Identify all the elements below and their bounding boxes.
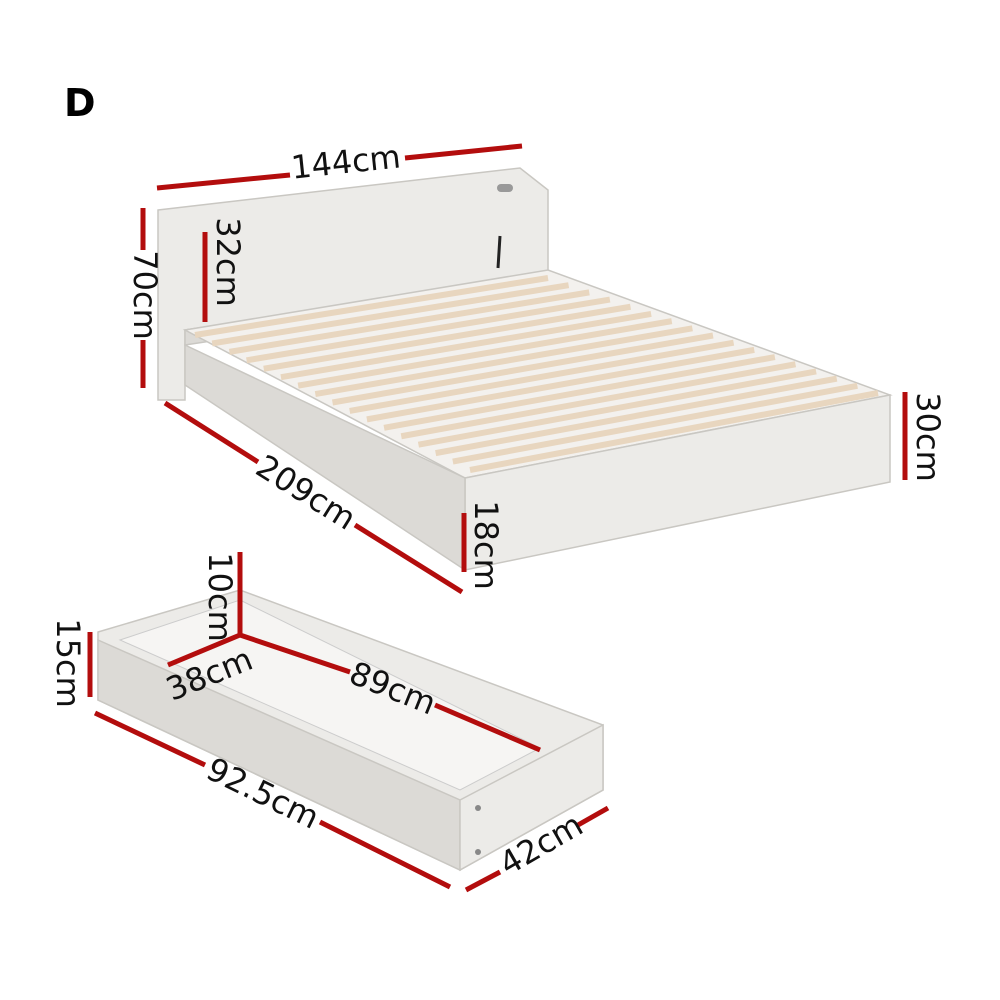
- drawer-inner-height-dimension: 10cm: [201, 552, 243, 642]
- drawer-interior: [118, 599, 542, 791]
- under-clearance-dimension: 18cm: [461, 500, 505, 590]
- bed-slats: [194, 275, 879, 473]
- screw-hole-icon: [475, 849, 481, 855]
- bed-slat: [400, 361, 797, 440]
- drawer-inner-height-label: 10cm: [201, 552, 239, 641]
- drawer-illustration: [97, 589, 604, 872]
- bed-slat: [280, 310, 652, 381]
- cable: [496, 235, 502, 269]
- bed-width-label: 144cm: [289, 137, 402, 186]
- screw-hole-icon: [475, 805, 481, 811]
- usb-port-icon: [497, 184, 513, 192]
- bed-slat: [417, 368, 817, 448]
- bed-slat: [246, 296, 611, 364]
- bed-illustration: [157, 167, 893, 572]
- bed-slat: [366, 346, 755, 423]
- bed-slat: [331, 332, 714, 406]
- drawer-outer-height-dimension: 15cm: [49, 618, 93, 708]
- under-clearance-label: 18cm: [467, 500, 505, 589]
- side-height-label: 30cm: [909, 392, 947, 481]
- bed-slat: [297, 318, 673, 389]
- drawer-side: [459, 723, 604, 872]
- headboard-height-label: 32cm: [209, 217, 247, 306]
- bed-total-height-dimension: 70cm: [126, 208, 164, 388]
- bed-slat: [263, 303, 632, 372]
- bed-slat: [314, 325, 693, 398]
- variant-label: D: [64, 81, 96, 125]
- bed-slat: [211, 282, 570, 347]
- drawer-outer-height-label: 15cm: [49, 618, 87, 707]
- bed-total-height-label: 70cm: [126, 250, 164, 339]
- bed-slat: [469, 390, 879, 473]
- bed-slat: [228, 289, 590, 355]
- side-height-dimension: 30cm: [902, 392, 947, 482]
- bed-slat: [435, 375, 838, 457]
- bed-slat: [194, 275, 549, 338]
- bed-slat: [349, 339, 735, 414]
- bed-slat: [452, 382, 858, 465]
- bed-slat: [383, 354, 776, 431]
- headboard-height-dimension: 32cm: [202, 217, 247, 322]
